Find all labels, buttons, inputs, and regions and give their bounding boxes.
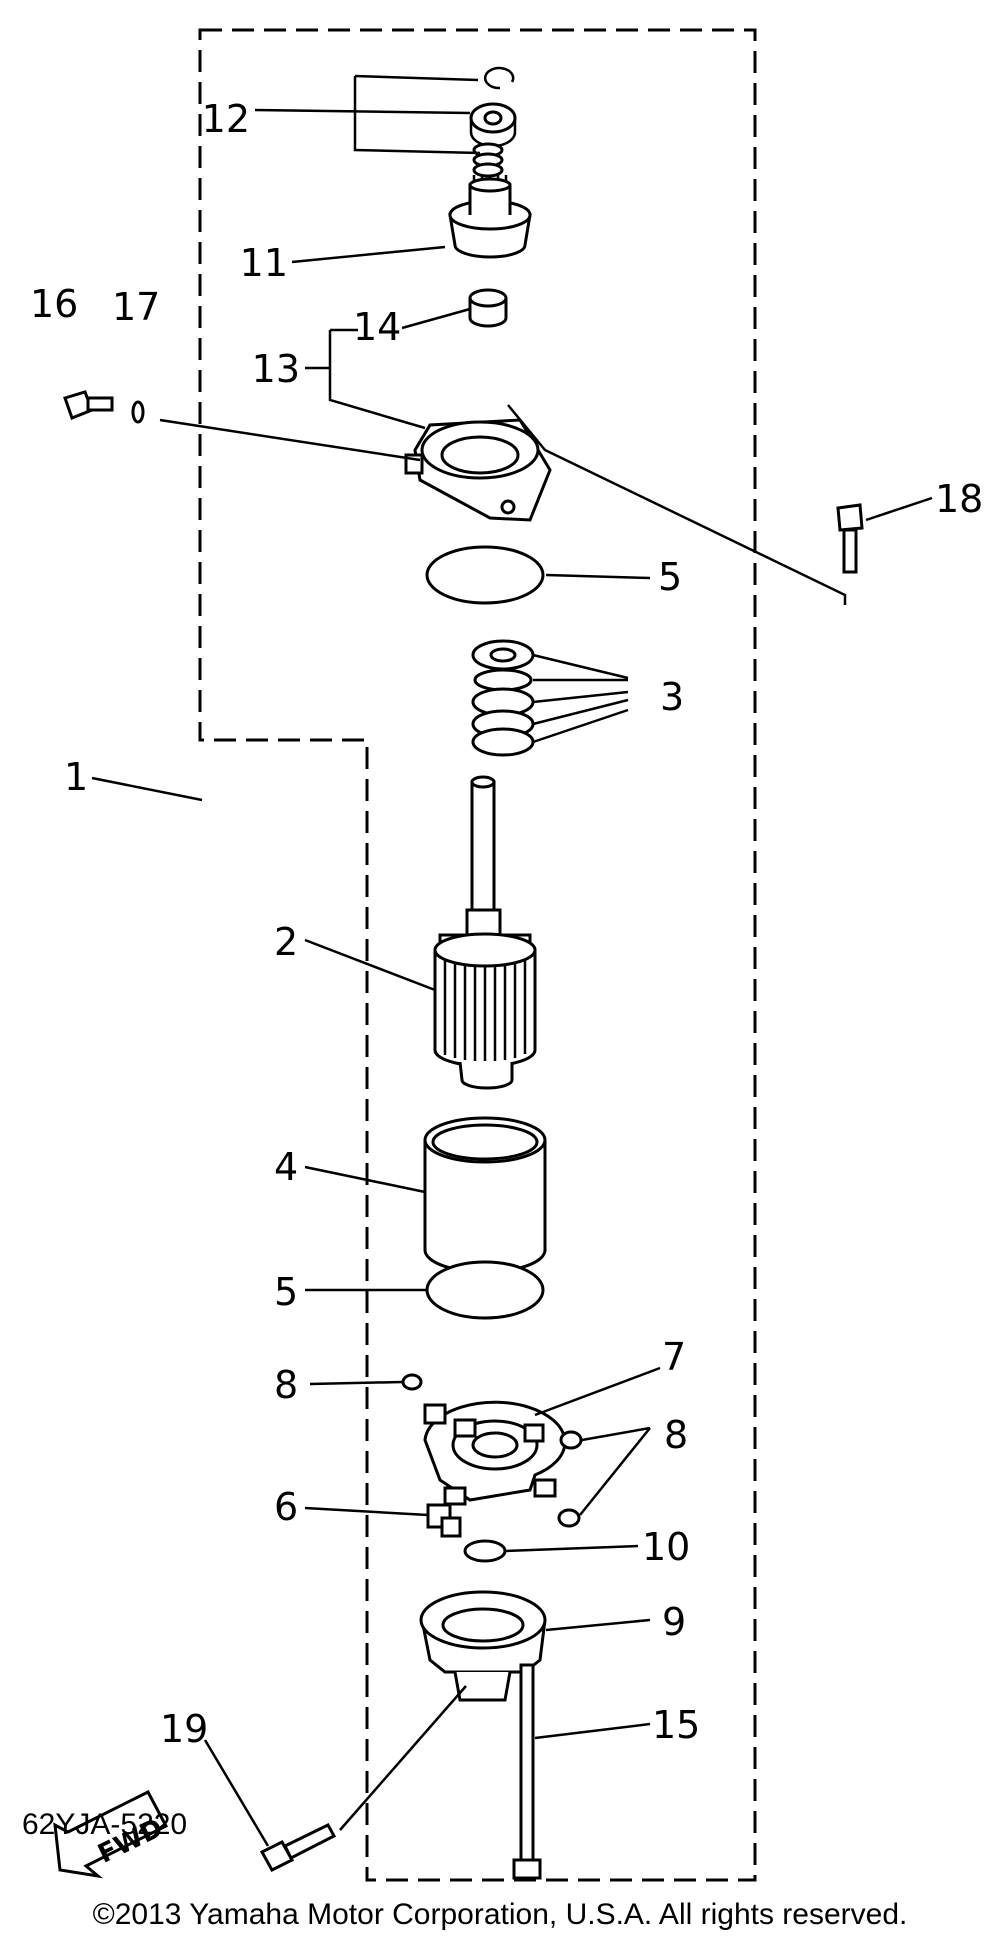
callout-11: 11: [240, 241, 288, 285]
callout-4: 4: [274, 1145, 298, 1189]
callout-12: 12: [202, 97, 250, 141]
part-10-washer: [463, 1539, 507, 1563]
callout-2: 2: [274, 920, 298, 964]
callout-18: 18: [935, 477, 983, 521]
leader-lines: [91, 74, 933, 1847]
callout-16: 16: [30, 282, 78, 326]
callout-5-upper: 5: [658, 555, 682, 599]
part-14-bushing: [468, 288, 508, 328]
callout-19: 19: [160, 1707, 208, 1751]
part-9-rear-cover: [419, 1590, 547, 1702]
part-18-bolt: [836, 503, 864, 574]
callout-13: 13: [252, 347, 300, 391]
callout-5-lower: 5: [274, 1270, 298, 1314]
part-17-washer: [131, 400, 145, 424]
part-19-bolt: [259, 1823, 337, 1872]
callout-17: 17: [112, 285, 160, 329]
diagram-code: 62YJA-5220: [22, 1808, 188, 1841]
callout-7: 7: [662, 1335, 686, 1379]
callout-6: 6: [274, 1485, 298, 1529]
copyright-notice: ©2013 Yamaha Motor Corporation, U.S.A. A…: [92, 1898, 908, 1931]
assembly-boundary: [198, 28, 757, 1882]
part-4-yoke: [423, 1116, 547, 1274]
part-5-o-ring-lower: [425, 1260, 545, 1320]
part-7-brush-holder: [423, 1400, 567, 1506]
part-11-pinion-gear: [448, 175, 532, 259]
part-13-front-cover: [404, 418, 552, 522]
part-8-nuts: [401, 1373, 583, 1528]
part-15-through-bolt: [512, 1663, 542, 1880]
callout-10: 10: [642, 1525, 690, 1569]
callout-labels: 12 11 16 17 14 13 18 5 3 1 2 4 5 7 8 8 6…: [30, 97, 983, 1751]
part-16-bolt: [63, 390, 114, 420]
part-12-clip-bushing-spring: [469, 66, 517, 178]
part-6-terminal: [426, 1503, 462, 1538]
callout-9: 9: [662, 1600, 686, 1644]
part-5-o-ring-upper: [425, 545, 545, 605]
callout-1: 1: [64, 755, 88, 799]
callout-15: 15: [652, 1703, 700, 1747]
callout-8-left: 8: [274, 1363, 298, 1407]
callout-3: 3: [660, 675, 684, 719]
callout-14: 14: [353, 305, 401, 349]
callout-8-right: 8: [664, 1413, 688, 1457]
part-3-washer-set: [471, 639, 535, 757]
part-2-armature: [433, 775, 537, 1090]
